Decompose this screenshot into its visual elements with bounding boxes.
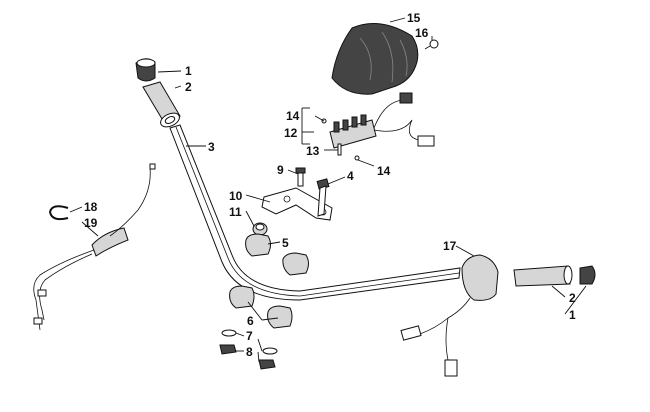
left-end-cap	[135, 58, 156, 82]
callout-label: 7	[246, 329, 253, 343]
handlebar-cover	[331, 23, 419, 95]
callout-label: 15	[407, 11, 421, 25]
callout-label: 11	[229, 205, 242, 219]
bracket-bolt	[295, 167, 306, 187]
switch-pin	[337, 143, 342, 156]
callout-label: 5	[282, 236, 289, 250]
callout-label: 1	[185, 64, 192, 78]
throttle-assembly	[33, 163, 156, 331]
callout-label: 14	[286, 109, 300, 123]
callout-label: 18	[84, 200, 98, 214]
callout-label: 1	[569, 308, 576, 322]
callout-label: 16	[415, 26, 429, 40]
callout-label: 19	[84, 216, 98, 230]
right-switch-housing	[400, 254, 499, 377]
mounting-bracket	[261, 187, 333, 221]
bushing	[252, 222, 268, 236]
cover-screw	[424, 39, 439, 50]
clamp-bolt	[316, 178, 330, 217]
handlebar-tube	[169, 124, 461, 301]
washers	[221, 329, 278, 355]
callout-label: 3	[208, 140, 215, 154]
leader-lines	[69, 17, 587, 363]
callout-label: 4	[347, 169, 354, 183]
callout-label: 2	[569, 291, 576, 305]
callout-label: 8	[246, 345, 253, 359]
callout-label: 6	[247, 314, 254, 328]
left-grip	[142, 81, 181, 128]
callout-label: 9	[277, 163, 284, 177]
switch-assembly	[329, 92, 435, 149]
callout-label: 17	[443, 239, 457, 253]
callout-labels: 1 2 3 4 5 6 7 8 9 10 11 12 13 14 14 15 1…	[84, 11, 576, 359]
retaining-clip	[48, 205, 69, 221]
callout-label: 12	[284, 126, 298, 140]
nuts	[219, 344, 276, 370]
right-end-cap	[579, 265, 596, 285]
callout-label: 13	[306, 144, 320, 158]
callout-label: 14	[377, 164, 391, 178]
callout-label: 2	[185, 80, 192, 94]
callout-label: 10	[229, 189, 243, 203]
upper-clamps	[245, 233, 309, 276]
right-grip	[513, 265, 573, 287]
